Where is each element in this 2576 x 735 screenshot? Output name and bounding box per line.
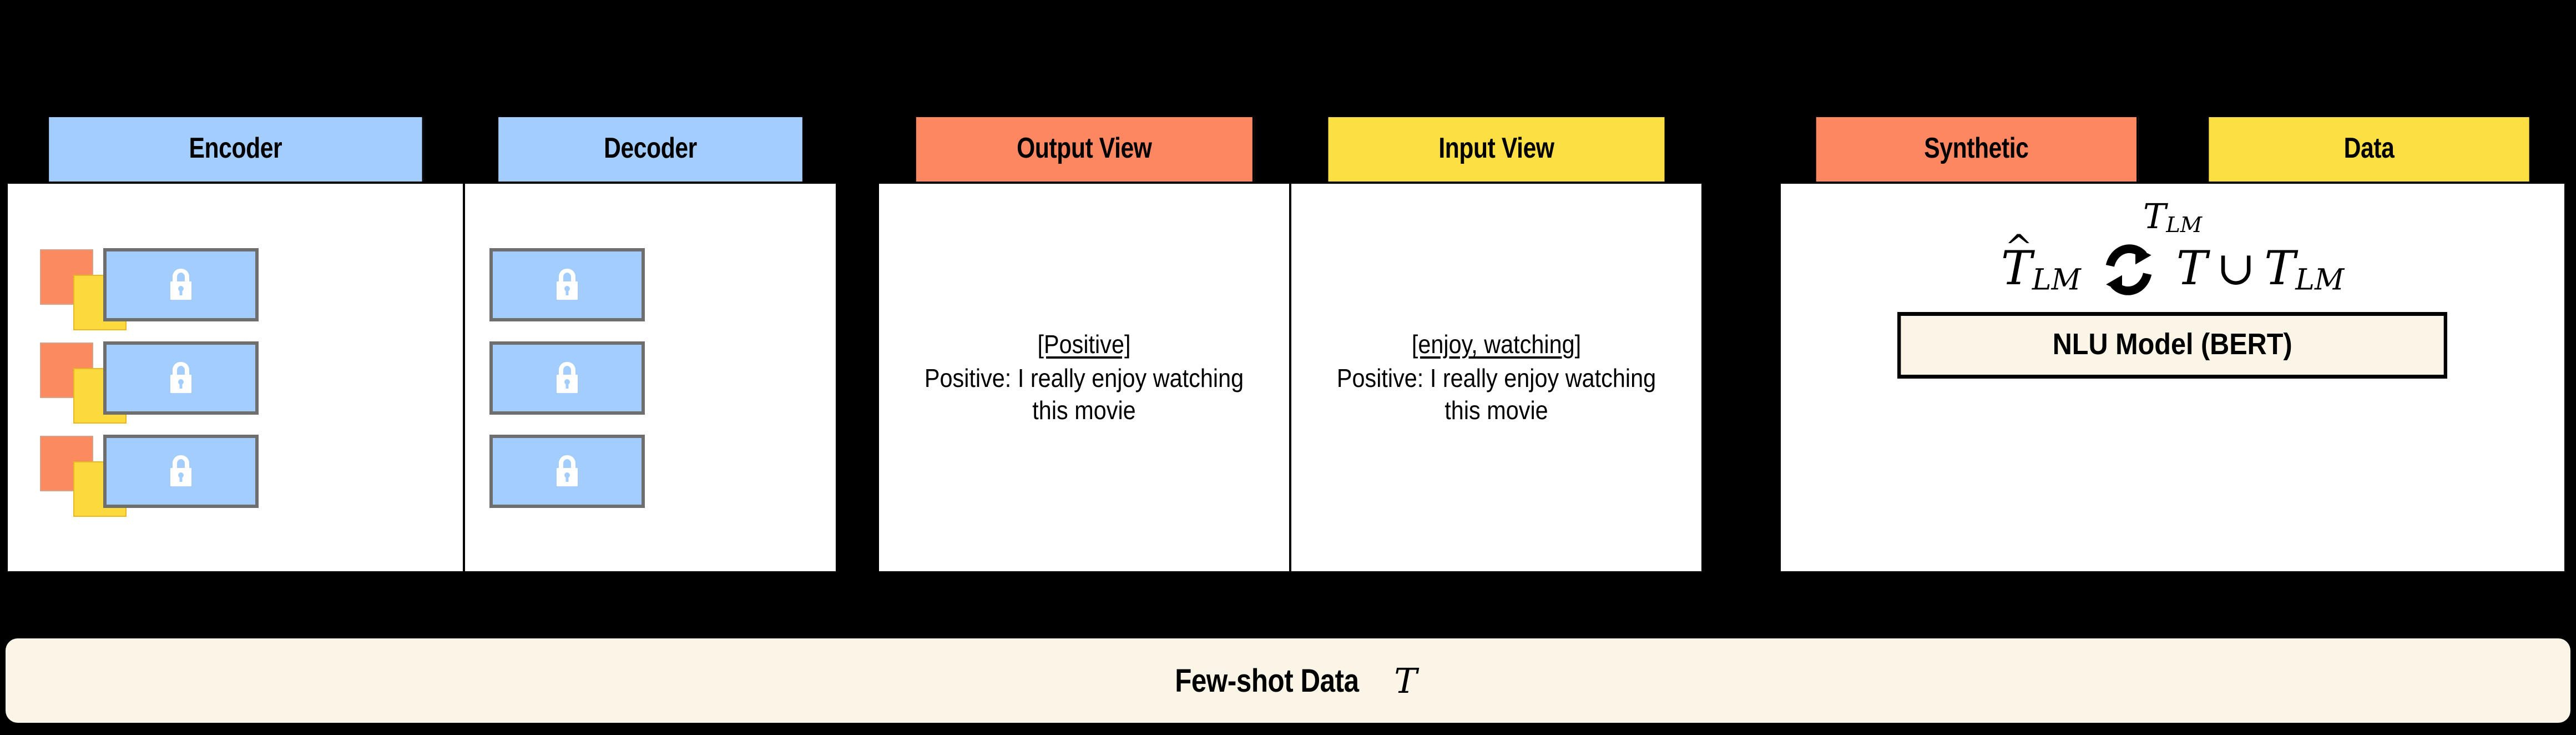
encoder-layer-row [8,340,463,424]
header-input-view-label: Input View [1438,132,1554,164]
encoder-locked-layer [103,248,259,321]
lock-icon [557,455,578,486]
views-panel: Output View Input View [Positive] Positi… [877,115,1704,601]
lock-icon [557,362,578,393]
decoder-column [465,184,836,571]
union-symbol: ∪ [2216,241,2256,296]
decoder-layer-row [465,434,836,508]
header-data-label: Data [2343,132,2395,164]
t-lm-top-base: T [2143,196,2166,236]
decoder-layer-row [465,340,836,415]
circular-arrows-icon [2105,244,2151,295]
header-data: Data [2209,117,2529,182]
input-view-text: [enjoy, watching] Positive: I really enj… [1312,184,1681,571]
nlu-model-box: NLU Model (BERT) [1897,311,2448,379]
header-decoder-label: Decoder [604,132,697,164]
hat-accent-icon: ^ [2004,228,2033,267]
synthetic-inner: TLM ^TLM T∪TLM NLU Model (BERT) [1781,184,2564,571]
encoder-layer-row [8,434,463,517]
synthetic-panel-header: Synthetic Data [1779,115,2567,182]
lock-icon [170,455,191,486]
model-panel: Encoder Decoder [6,115,838,601]
header-output-view-label: Output View [1017,132,1152,164]
encoder-locked-layer [103,341,259,415]
synthetic-equation: ^TLM T∪TLM [2001,230,2344,303]
synthetic-panel: Synthetic Data TLM ^TLM [1779,115,2567,601]
encoder-locked-layer [103,435,259,508]
input-view-sentence: Positive: I really enjoy watching this m… [1336,364,1656,425]
header-output-view: Output View [916,117,1255,182]
header-synthetic-label: Synthetic [1924,132,2029,164]
views-panel-body: [Positive] Positive: I really enjoy watc… [877,182,1704,573]
decoder-layer-row [465,247,836,321]
header-input-view: Input View [1328,117,1665,182]
decoder-stack [465,184,836,571]
t-lm-right-base: T [2264,241,2296,296]
union-expression: T∪TLM [2176,245,2344,294]
few-shot-data-symbol: T [1394,660,1417,701]
output-view-sentence: Positive: I really enjoy watching this m… [924,364,1244,425]
encoder-stack [8,184,463,571]
output-view-cell: [Positive] Positive: I really enjoy watc… [879,184,1291,571]
t-hat-lm-base: T [2001,241,2032,296]
output-view-text: [Positive] Positive: I really enjoy watc… [900,184,1269,571]
synthetic-content: TLM ^TLM T∪TLM NLU Model (BERT) [1781,184,2564,571]
header-encoder-label: Encoder [189,132,282,164]
header-synthetic: Synthetic [1816,117,2139,182]
input-view-bracket: [enjoy, watching] [1411,330,1582,359]
few-shot-data-label: Few-shot Data [1175,662,1360,699]
decoder-locked-layer [489,341,645,415]
decoder-locked-layer [489,435,645,508]
t-lm-top-subscript: LM [2166,212,2203,238]
lock-icon [557,269,578,300]
encoder-layer-row [8,247,463,330]
encoder-column [8,184,465,571]
lock-icon [170,269,191,300]
lock-icon [170,362,191,393]
model-panel-body [6,182,838,573]
t-symbol: T [2176,241,2208,296]
t-hat-lm-subscript: LM [2032,263,2081,297]
model-panel-header: Encoder Decoder [6,115,838,182]
input-view-cell: [enjoy, watching] Positive: I really enj… [1291,184,1701,571]
t-lm-right-subscript: LM [2295,263,2345,297]
nlu-model-label: NLU Model (BERT) [2053,327,2292,361]
views-panel-header: Output View Input View [877,115,1704,182]
synthetic-panel-body: TLM ^TLM T∪TLM NLU Model (BERT) [1779,182,2567,573]
header-encoder: Encoder [49,117,424,182]
t-hat-lm-symbol: ^TLM [2001,230,2081,297]
output-view-bracket: [Positive] [1037,330,1131,359]
header-decoder: Decoder [498,117,802,182]
t-lm-top-symbol: TLM [2143,196,2202,238]
decoder-locked-layer [489,248,645,321]
few-shot-data-bar: Few-shot Data T [6,638,2570,723]
